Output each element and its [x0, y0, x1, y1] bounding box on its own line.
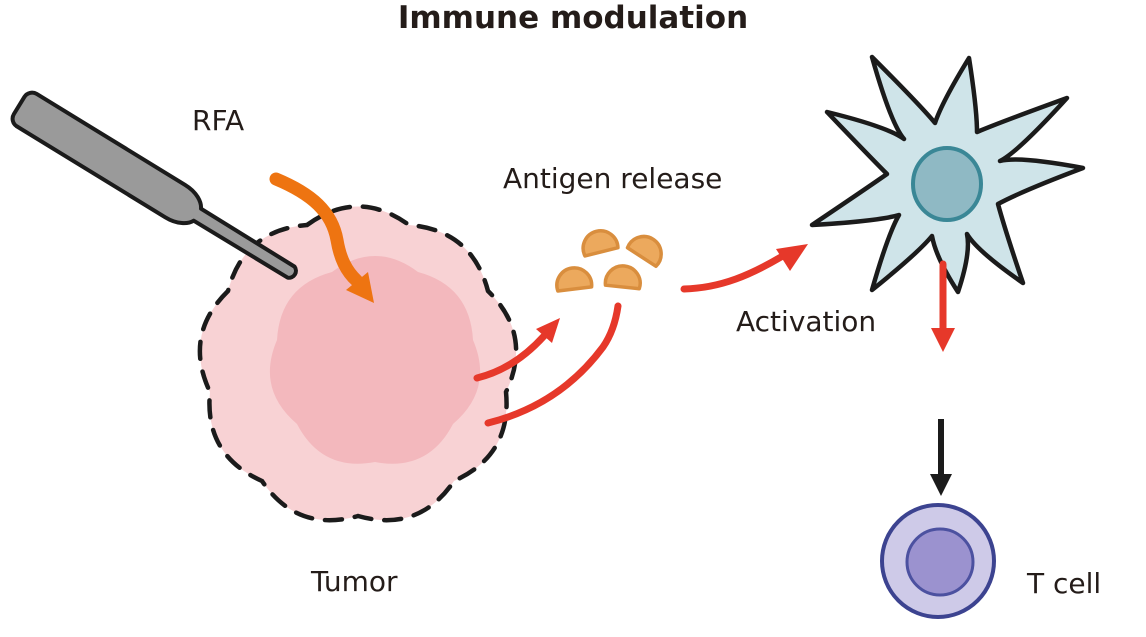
- t-cell-nucleus: [905, 527, 975, 597]
- dc-output-arrow-red-head: [931, 328, 955, 352]
- tumor-group: [197, 204, 519, 523]
- activation-arrow-head: [776, 244, 808, 271]
- dendritic-cell: [809, 54, 1086, 295]
- tumor-label: Tumor: [311, 565, 398, 598]
- ablation-arrow-head: [346, 272, 374, 303]
- activation-arrow-shaft: [680, 253, 785, 293]
- dc-output-arrow-red: [931, 260, 955, 352]
- t-cell: [880, 503, 996, 619]
- activation-label: Activation: [736, 305, 877, 338]
- antigen-particle: [555, 266, 594, 293]
- t-cell-label: T cell: [1027, 567, 1102, 600]
- antigen-release-arrow-2: [484, 302, 622, 427]
- antigen-particle: [625, 234, 663, 269]
- antigen-release-arrow-1-head: [536, 318, 560, 343]
- diagram-title: Immune modulation: [397, 0, 749, 36]
- tumor-inner-shape: [269, 256, 481, 464]
- released-antigen-particles: [555, 229, 663, 293]
- ablation-arrow-shaft: [269, 172, 364, 288]
- rfa-probe-shape: [10, 90, 298, 280]
- antigen-release-arrow-1-shaft: [473, 332, 548, 382]
- rfa-probe: [10, 90, 298, 280]
- antigen-release-arrow-1: [473, 318, 560, 382]
- dendritic-cell-nucleus: [911, 146, 983, 222]
- to-tcell-arrow-black: [930, 419, 952, 496]
- antigen-release-label: Antigen release: [503, 162, 723, 195]
- to-tcell-arrow-black-head: [930, 474, 952, 496]
- antigen-particle: [603, 264, 642, 291]
- ablation-arrow: [269, 172, 374, 303]
- activation-arrow: [680, 244, 808, 293]
- antigen-particle: [581, 229, 620, 258]
- rfa-label: RFA: [192, 104, 245, 137]
